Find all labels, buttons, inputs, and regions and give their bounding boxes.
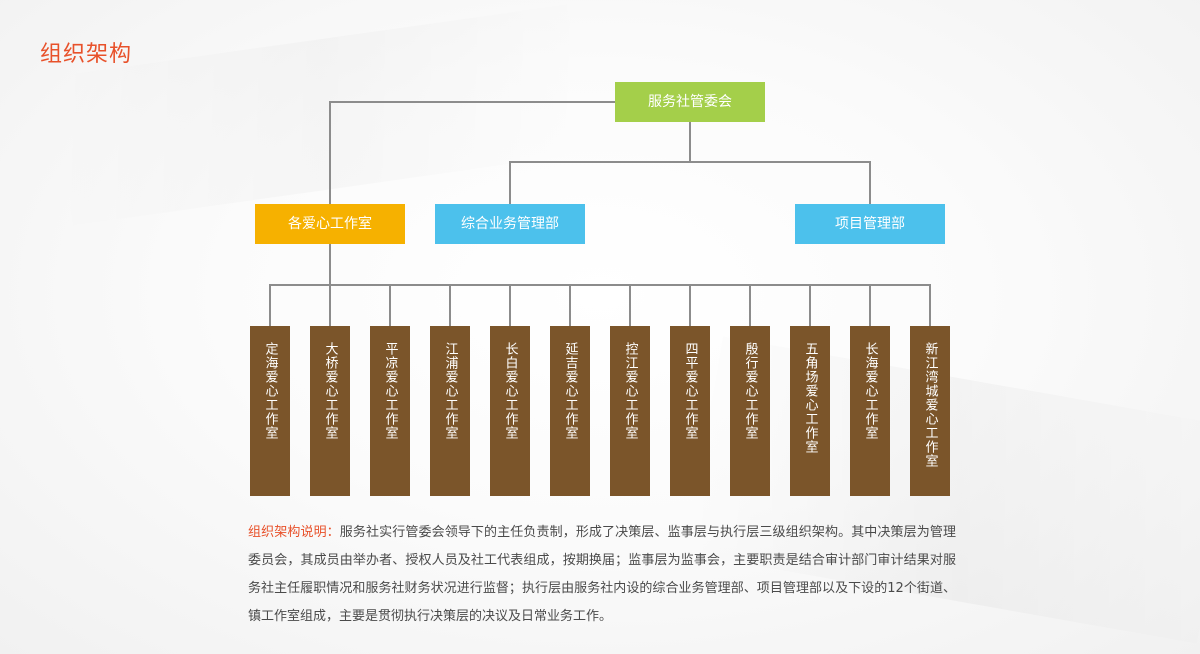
description-text: 服务社实行管委会领导下的主任负责制，形成了决策层、监事层与执行层三级组织架构。其… (248, 525, 956, 624)
description-lead: 组织架构说明： (248, 525, 340, 540)
office-node: 新江湾城爱心工作室 (910, 326, 950, 496)
office-label: 定海爱心工作室 (262, 342, 278, 440)
office-label: 控江爱心工作室 (622, 342, 638, 440)
office-label: 新江湾城爱心工作室 (922, 342, 938, 468)
office-label: 四平爱心工作室 (682, 342, 698, 440)
office-node: 江浦爱心工作室 (430, 326, 470, 496)
office-label: 平凉爱心工作室 (382, 342, 398, 440)
node-project-management-dept: 项目管理部 (795, 204, 945, 244)
office-node: 延吉爱心工作室 (550, 326, 590, 496)
office-label: 江浦爱心工作室 (442, 342, 458, 440)
office-node: 长海爱心工作室 (850, 326, 890, 496)
node-business-management-dept: 综合业务管理部 (435, 204, 585, 244)
office-node: 控江爱心工作室 (610, 326, 650, 496)
office-label: 长海爱心工作室 (862, 342, 878, 440)
org-description: 组织架构说明：服务社实行管委会领导下的主任负责制，形成了决策层、监事层与执行层三… (248, 519, 956, 631)
office-node: 定海爱心工作室 (250, 326, 290, 496)
office-node: 五角场爱心工作室 (790, 326, 830, 496)
office-node: 平凉爱心工作室 (370, 326, 410, 496)
office-node: 大桥爱心工作室 (310, 326, 350, 496)
office-label: 五角场爱心工作室 (802, 342, 818, 454)
node-love-studios: 各爱心工作室 (255, 204, 405, 244)
office-node: 长白爱心工作室 (490, 326, 530, 496)
office-label: 长白爱心工作室 (502, 342, 518, 440)
office-label: 殷行爱心工作室 (742, 342, 758, 440)
office-label: 大桥爱心工作室 (322, 342, 338, 440)
office-node: 殷行爱心工作室 (730, 326, 770, 496)
office-node: 四平爱心工作室 (670, 326, 710, 496)
node-management-committee: 服务社管委会 (615, 82, 765, 122)
office-label: 延吉爱心工作室 (562, 342, 578, 440)
page-title: 组织架构 (40, 42, 133, 67)
